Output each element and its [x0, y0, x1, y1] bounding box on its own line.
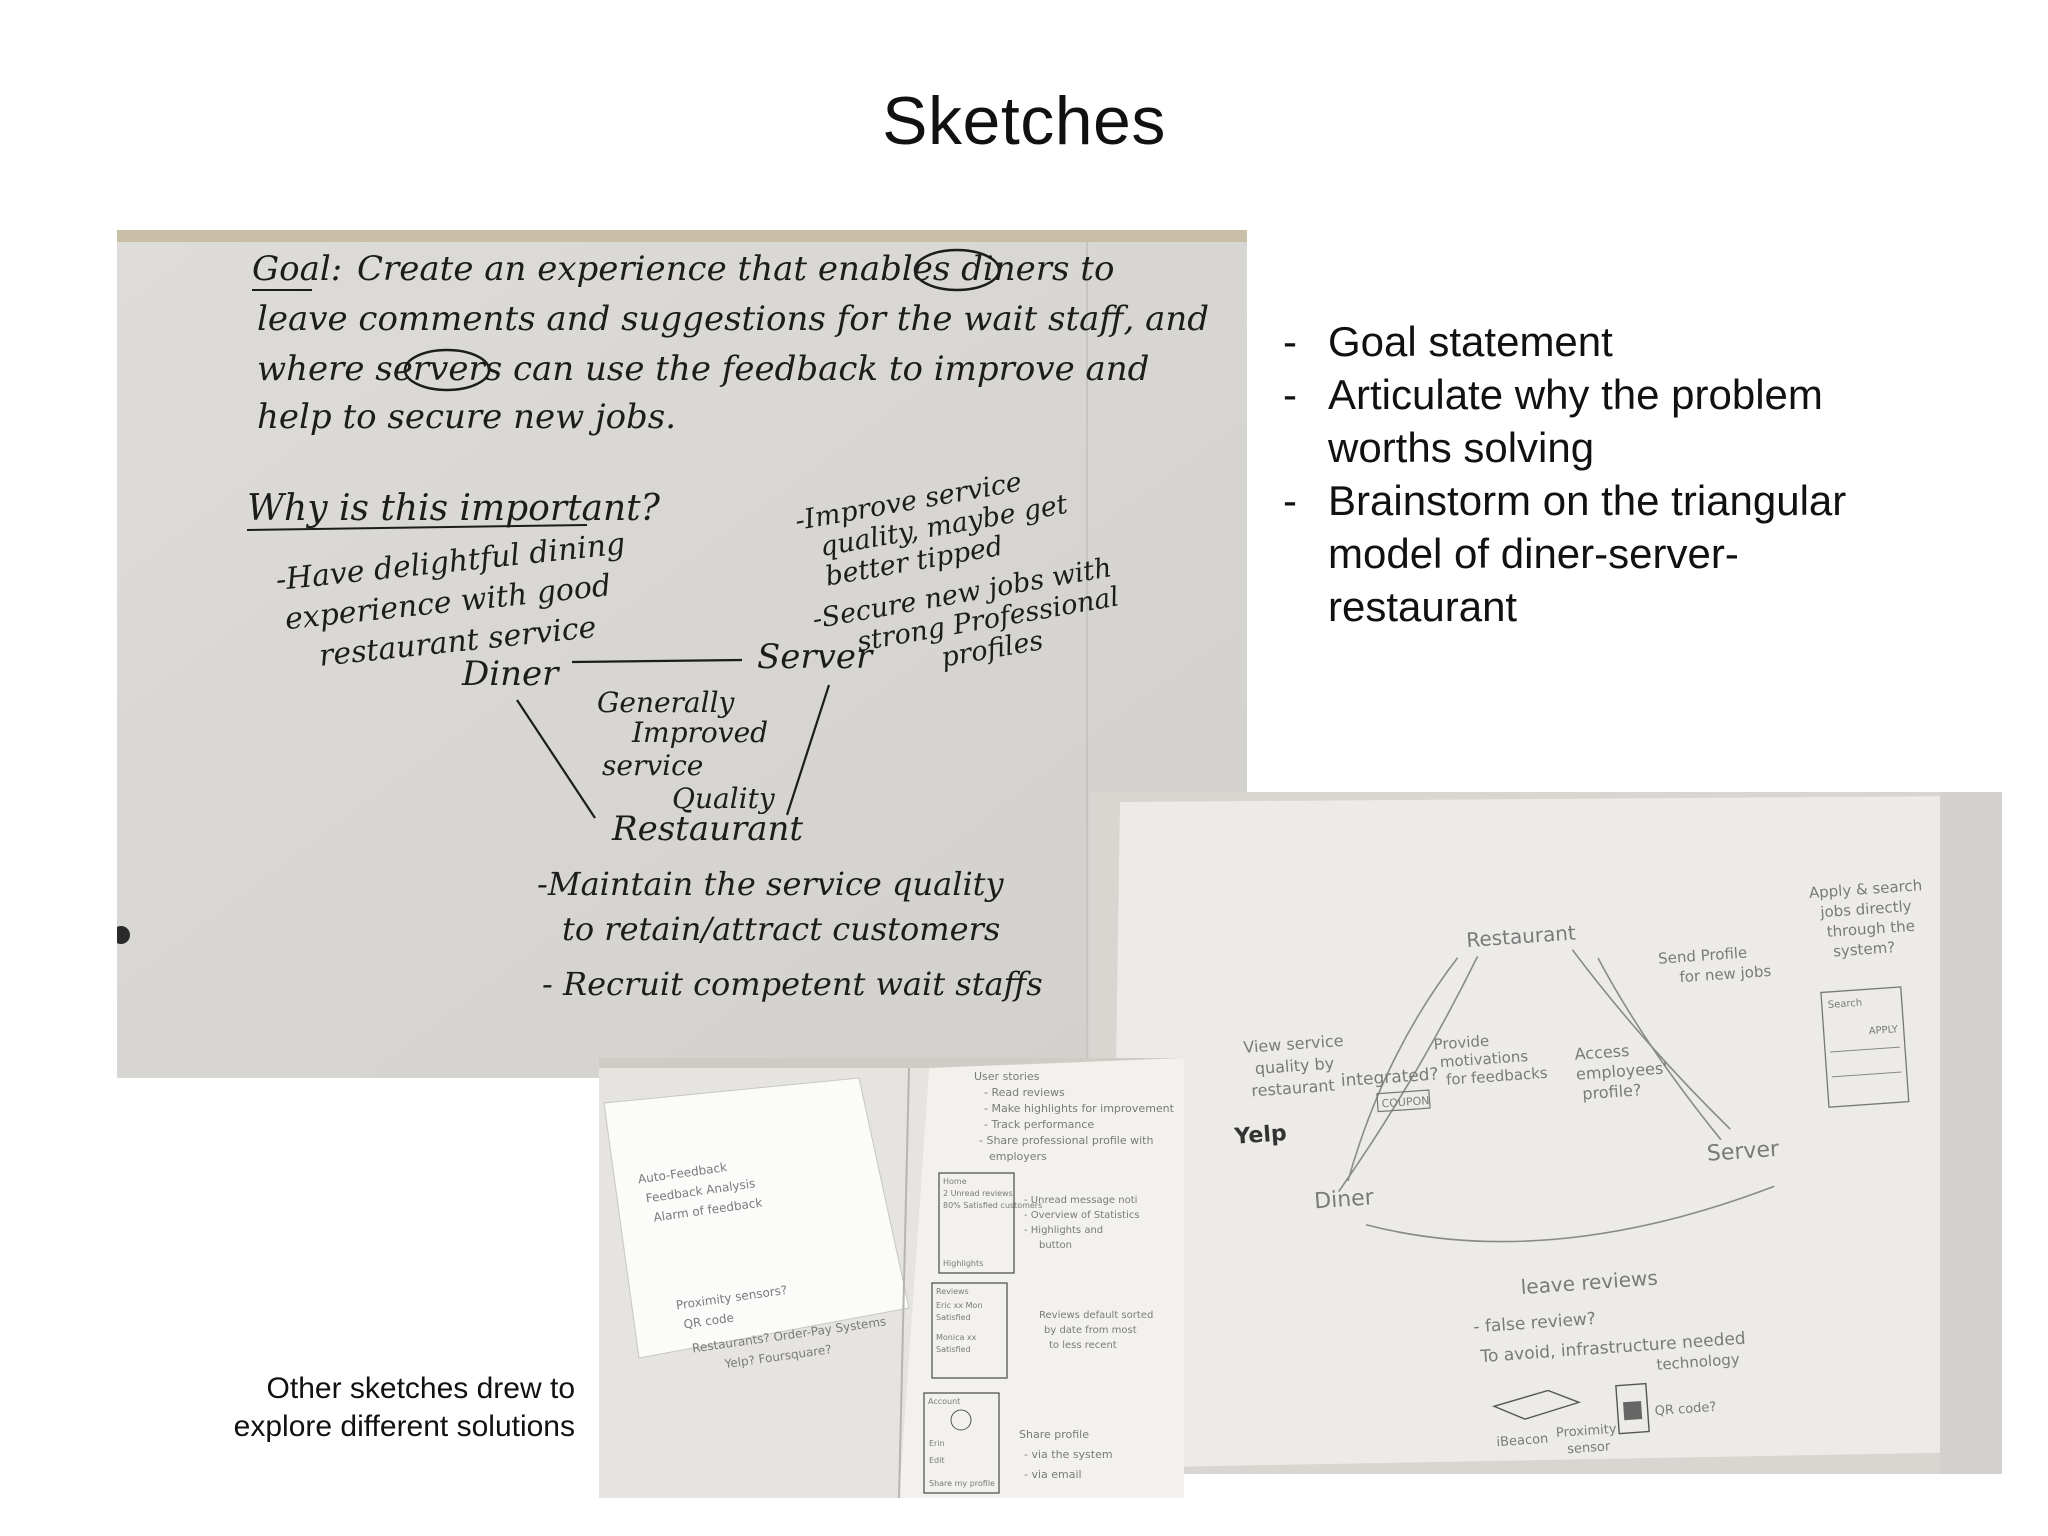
- goal-line-3: where servers can use the feedback to im…: [257, 349, 1149, 389]
- binder-hole-icon: [117, 926, 130, 944]
- home-3: 80% Satisfied customers: [943, 1201, 1042, 1210]
- notebook-caption: Other sketches drew to explore different…: [233, 1372, 575, 1443]
- home-note-1: - Unread message noti: [1024, 1195, 1137, 1206]
- goal-sketch-photo: Goal: Create an experience that enables …: [117, 230, 1247, 1078]
- svg-text:Access employees': Access employees' profile?: [1574, 1038, 1675, 1104]
- reviews-box: [931, 1282, 1008, 1379]
- node-server: Server: [757, 637, 874, 677]
- ibeacon-label: iBeacon: [1496, 1432, 1549, 1451]
- reviews-2: Eric xx Mon: [936, 1301, 982, 1310]
- mockup-apply: APPLY: [1868, 1024, 1899, 1037]
- node-restaurant: Restaurant: [611, 809, 803, 849]
- svg-text:Provide motivations: Provide motivations for feedbacks: [1433, 1028, 1548, 1090]
- svg-text:Reviews Eric xx Mon: Reviews Eric xx Mon Satisfied Monica xx …: [936, 1287, 985, 1354]
- mockup-search: Search: [1827, 998, 1862, 1011]
- center-line-3: service: [602, 749, 703, 782]
- restaurant-note-2: to retain/attract customers: [562, 910, 1000, 948]
- svg-text:Home 2 Unread reviews: Home 2 Unread reviews 80% Satisfied cust…: [943, 1177, 1045, 1268]
- home-1: Home: [943, 1177, 967, 1186]
- bullet-item: Brainstorm on the triangular model of di…: [1283, 474, 1903, 633]
- home-2: 2 Unread reviews: [943, 1189, 1013, 1198]
- bullet-item: Articulate why the problem worths solvin…: [1283, 368, 1903, 474]
- restaurant-note-3: - Recruit competent wait staffs: [542, 965, 1043, 1003]
- svg-text:-Maintain the service quality: -Maintain the service quality to retain/…: [537, 865, 1043, 1003]
- home-note-4: button: [1039, 1240, 1072, 1251]
- story-6: employers: [989, 1150, 1047, 1163]
- provide-1: Provide: [1433, 1032, 1490, 1054]
- bullet-item: Goal statement: [1283, 315, 1903, 368]
- reviews-1: Reviews: [936, 1287, 969, 1296]
- story-3: - Make highlights for improvement: [984, 1102, 1175, 1115]
- share-2: - via the system: [1024, 1448, 1113, 1461]
- technology-label: technology: [1656, 1350, 1740, 1374]
- avatar-icon: [950, 1409, 972, 1431]
- apply-4: system?: [1832, 938, 1895, 960]
- center-line-1: Generally: [597, 686, 736, 719]
- svg-text:Generally Improved: Generally Improved service Quality: [597, 686, 777, 815]
- center-line-4: Quality: [672, 782, 776, 815]
- svg-text:Goal: Create an experien: Goal: Create an experience that enables …: [252, 249, 1220, 437]
- ibeacon-icon: [1491, 1389, 1582, 1420]
- reviews-note-3: to less recent: [1049, 1340, 1117, 1351]
- account-box: [923, 1392, 1000, 1494]
- reviews-note-1: Reviews default sorted: [1039, 1310, 1153, 1321]
- access-3: profile?: [1582, 1080, 1642, 1103]
- node-diner: Diner: [461, 654, 560, 694]
- bullet-list: Goal statement Articulate why the proble…: [1283, 315, 1903, 633]
- reviews-5: Satisfied: [936, 1345, 971, 1354]
- phone-mockup: [1820, 986, 1910, 1108]
- access-1: Access: [1574, 1041, 1630, 1064]
- account-3: Edit: [929, 1456, 945, 1465]
- share-1: Share profile: [1019, 1428, 1089, 1441]
- reviews-3: Satisfied: [936, 1313, 971, 1322]
- goal-line-2: leave comments and suggestions for the w…: [257, 299, 1209, 339]
- svg-text:Reviews default sorted b: Reviews default sorted by date from most…: [1039, 1310, 1156, 1351]
- home-4: Highlights: [943, 1259, 983, 1268]
- restaurant-note-1: -Maintain the service quality: [537, 865, 1005, 903]
- center-line-2: Improved: [631, 716, 768, 749]
- goal-line-1: Create an experience that enables diners…: [357, 249, 1114, 289]
- svg-text:User stories - Read revi: User stories - Read reviews - Make highl…: [974, 1070, 1177, 1163]
- svg-text:Account Erin Edit: Account Erin Edit Share my profile: [928, 1397, 995, 1488]
- qr-phone-icon: [1615, 1382, 1650, 1435]
- proximity-2: sensor: [1567, 1439, 1612, 1457]
- share-3: - via email: [1024, 1468, 1082, 1481]
- provide-3: for: [1445, 1069, 1468, 1088]
- servers-circle: [403, 348, 491, 392]
- account-1: Account: [928, 1397, 960, 1406]
- diners-circle: [913, 248, 1001, 292]
- pencil-node-diner: Diner: [1313, 1185, 1375, 1214]
- slide-title: Sketches: [882, 83, 1166, 159]
- home-box: [938, 1172, 1015, 1274]
- coupon-label: COUPON: [1381, 1094, 1430, 1110]
- story-5: - Share professional profile with: [979, 1134, 1153, 1147]
- svg-text:-Improve service quali: -Improve service quality, maybe get bett…: [793, 452, 1135, 695]
- notebook-sketch-photo: Auto-Feedback Feedback Analysis Alarm of…: [599, 1058, 1184, 1498]
- reviews-4: Monica xx: [936, 1333, 977, 1342]
- proximity-1: Proximity: [1556, 1422, 1618, 1441]
- nb-left-5: QR code: [683, 1311, 735, 1332]
- reviews-note-2: by date from most: [1044, 1325, 1137, 1336]
- yelp-label: Yelp: [1233, 1121, 1288, 1150]
- pencil-node-server: Server: [1706, 1137, 1781, 1167]
- why-heading: Why is this important?: [247, 488, 661, 529]
- story-2: - Read reviews: [984, 1086, 1065, 1099]
- goal-label: Goal:: [252, 249, 342, 289]
- account-4: Share my profile: [929, 1479, 995, 1488]
- provide-4: feedbacks: [1470, 1064, 1548, 1087]
- qrcode-label: QR code?: [1654, 1400, 1717, 1419]
- svg-text:Proximity sensor: Proximity sensor: [1556, 1422, 1623, 1458]
- pencil-sketch-photo: Restaurant Diner Server View service qua…: [1090, 792, 2002, 1474]
- story-4: - Track performance: [984, 1118, 1094, 1131]
- svg-text:- Unread message noti -: - Unread message noti - Overview of Stat…: [1024, 1195, 1143, 1251]
- story-1: User stories: [974, 1070, 1040, 1083]
- home-note-2: - Overview of Statistics: [1024, 1210, 1140, 1221]
- home-note-3: - Highlights and: [1024, 1225, 1103, 1236]
- svg-text:Share profile - via the: Share profile - via the system - via ema…: [1019, 1428, 1116, 1481]
- account-2: Erin: [929, 1439, 945, 1448]
- goal-line-4: help to secure new jobs.: [257, 397, 676, 437]
